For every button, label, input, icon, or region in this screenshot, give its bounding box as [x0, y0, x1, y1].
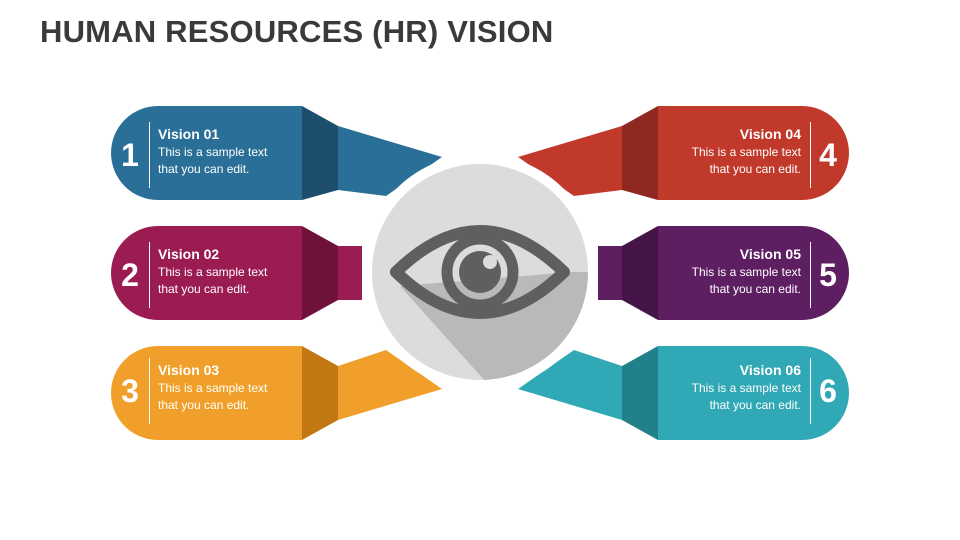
- eye-icon: [390, 225, 570, 319]
- center-eye-badge: [362, 154, 598, 390]
- card-ribbon-6: [518, 350, 622, 420]
- card-body-2: [111, 226, 302, 320]
- vision-heading-6: Vision 06: [739, 362, 801, 378]
- slide-title: HUMAN RESOURCES (HR) VISION: [40, 14, 554, 49]
- vision-heading-5: Vision 05: [739, 246, 801, 262]
- vision-heading-1: Vision 01: [158, 126, 220, 142]
- vision-number-6: 6: [819, 373, 837, 409]
- card-fold-2: [302, 226, 338, 320]
- vision-number-2: 2: [121, 257, 139, 293]
- card-fold-1: [302, 106, 338, 200]
- card-body-3: [111, 346, 302, 440]
- card-ribbon-3: [338, 350, 442, 420]
- vision-card-1: [111, 106, 442, 200]
- card-divider-1: [149, 122, 150, 188]
- vision-card-2: [111, 226, 362, 320]
- card-ribbon-4: [518, 126, 622, 196]
- card-divider-5: [810, 242, 811, 308]
- card-fold-3: [302, 346, 338, 440]
- card-fold-6: [622, 346, 658, 440]
- vision-heading-3: Vision 03: [158, 362, 220, 378]
- card-divider-4: [810, 122, 811, 188]
- card-ribbon-2: [338, 246, 362, 300]
- vision-card-6: [518, 346, 849, 440]
- vision-heading-2: Vision 02: [158, 246, 220, 262]
- card-body-4: [658, 106, 849, 200]
- vision-heading-4: Vision 04: [739, 126, 801, 142]
- card-divider-6: [810, 358, 811, 424]
- vision-number-5: 5: [819, 257, 837, 293]
- card-body-1: [111, 106, 302, 200]
- vision-card-3: [111, 346, 442, 440]
- card-ribbon-1: [338, 126, 442, 196]
- card-divider-2: [149, 242, 150, 308]
- vision-number-1: 1: [121, 137, 139, 173]
- card-fold-5: [622, 226, 658, 320]
- card-body-5: [658, 226, 849, 320]
- card-body-6: [658, 346, 849, 440]
- vision-card-4: [518, 106, 849, 200]
- vision-number-3: 3: [121, 373, 139, 409]
- vision-number-4: 4: [819, 137, 837, 173]
- card-fold-4: [622, 106, 658, 200]
- card-ribbon-5: [598, 246, 622, 300]
- vision-card-5: [598, 226, 849, 320]
- card-divider-3: [149, 358, 150, 424]
